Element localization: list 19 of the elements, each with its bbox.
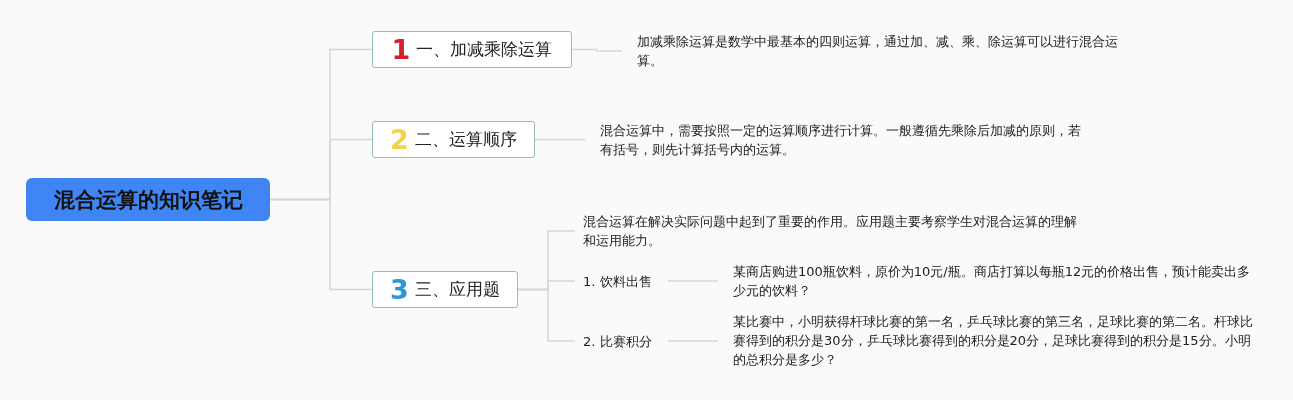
- topic-box: [372, 121, 535, 158]
- topic-label: 三、应用题: [414, 278, 500, 301]
- connector-line: [534, 138, 586, 141]
- note-text: 加减乘除运算是数学中最基本的四则运算，通过加、减、乘、除运算可以进行混合运算。: [622, 30, 1142, 72]
- topic-label: 一、加减乘除运算: [416, 38, 553, 61]
- connector-line: [571, 48, 623, 52]
- topic-label: 二、运算顺序: [414, 128, 517, 151]
- topic-box: [372, 31, 572, 68]
- topic-box: [372, 271, 518, 308]
- number-label: 3: [390, 274, 409, 305]
- note-text: 混合运算中，需要按照一定的运算顺序进行计算。一般遵循先乘除后加减的原则，若有括号，则先计算括号内的运算。: [585, 119, 1085, 161]
- note-text: 某比赛中，小明获得杆球比赛的第一名，乒乓球比赛的第三名，足球比赛的第二名。杆球比赛得到的积分是30分，乒乓球比赛得到的积分是20分，足球比赛得到的积分是15分。小明的总积分是多少？: [718, 311, 1258, 370]
- note-text: 2. 比赛积分: [575, 331, 668, 351]
- number-label: 1: [391, 34, 411, 65]
- note-text: 某商店购进100瓶饮料，原价为10元/瓶。商店打算以每瓶12元的价格出售，预计能卖出多少元的饮料？: [718, 261, 1258, 301]
- note-text: 混合运算在解决实际问题中起到了重要的作用。应用题主要考察学生对混合运算的理解和运用能力。: [575, 211, 1085, 251]
- root-box: 混合运算的知识笔记: [26, 178, 270, 221]
- note-text: 1. 饮料出售: [575, 271, 668, 291]
- number-label: 2: [390, 124, 409, 155]
